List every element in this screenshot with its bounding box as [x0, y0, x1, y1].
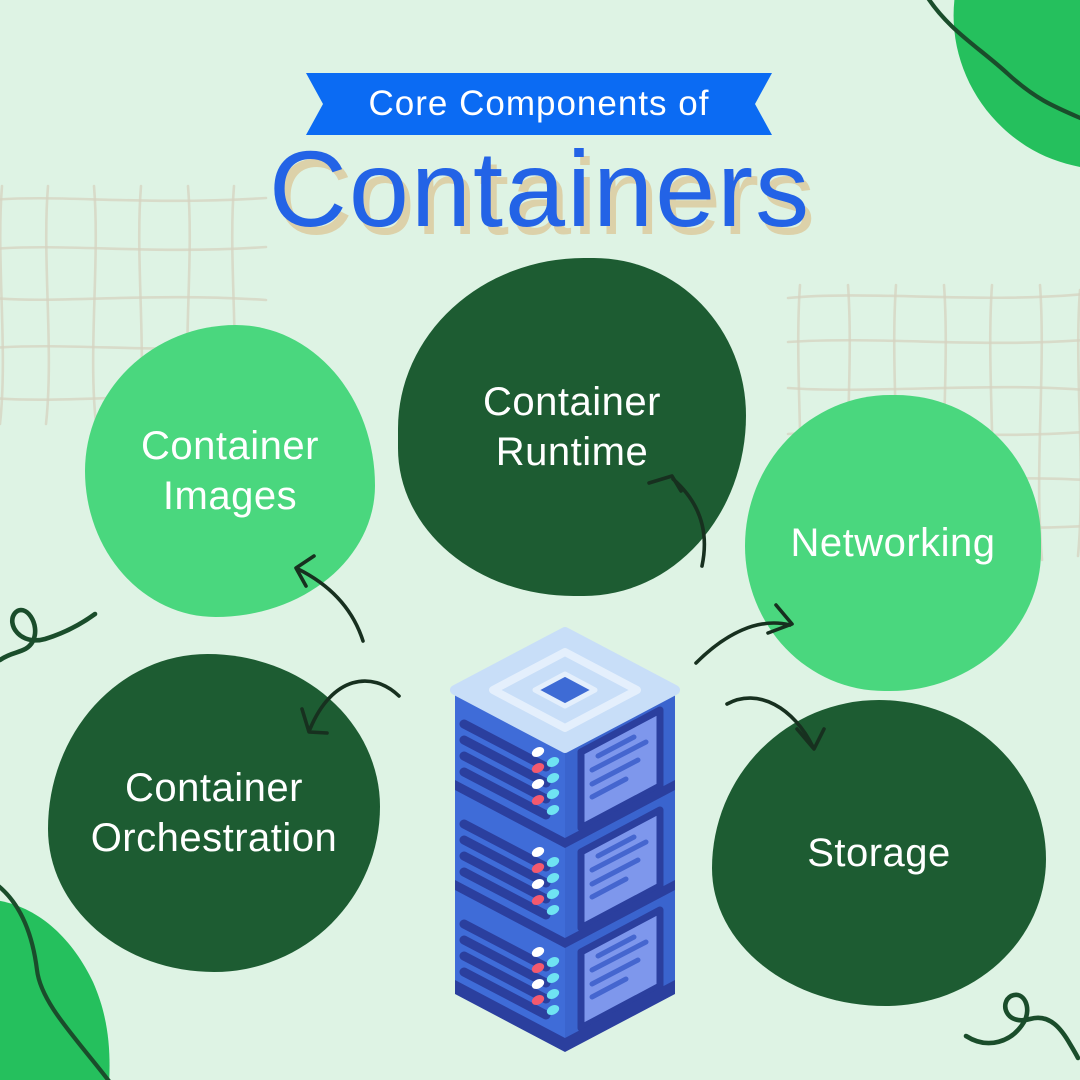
- server-unit: [455, 890, 675, 1052]
- component-label: Networking: [790, 520, 996, 565]
- vent-slats: [459, 819, 551, 920]
- server-screen: [577, 806, 664, 932]
- ribbon-label: Core Components of: [368, 84, 710, 123]
- component-label: Storage: [807, 830, 951, 875]
- server-lid: [450, 627, 680, 753]
- component-label: Container Runtime: [483, 379, 661, 474]
- led-dots: [531, 847, 560, 915]
- server-screen: [577, 906, 664, 1032]
- component-blob-container-orchestration: Container Orchestration: [48, 654, 380, 972]
- component-blob-storage: Storage: [712, 700, 1046, 1006]
- ribbon-banner: Core Components of: [306, 73, 772, 135]
- vent-slats: [459, 719, 551, 820]
- corner-line-top-right: [926, 0, 1080, 121]
- component-blob-networking: Networking: [745, 395, 1041, 691]
- server-stack-icon: [450, 627, 680, 1052]
- component-blob-container-images: Container Images: [85, 325, 375, 617]
- server-screen: [577, 706, 664, 832]
- vent-slats: [459, 919, 551, 1020]
- led-dots: [531, 747, 560, 815]
- squiggle-bottom-right: [963, 992, 1080, 1061]
- component-blob-container-runtime: Container Runtime: [398, 258, 746, 596]
- squiggle-left: [0, 608, 98, 663]
- led-dots: [531, 947, 560, 1015]
- component-label: Container Images: [141, 423, 319, 518]
- component-label: Container Orchestration: [90, 765, 338, 860]
- page-title: Containers: [268, 128, 812, 249]
- unit-separator: [455, 980, 675, 1052]
